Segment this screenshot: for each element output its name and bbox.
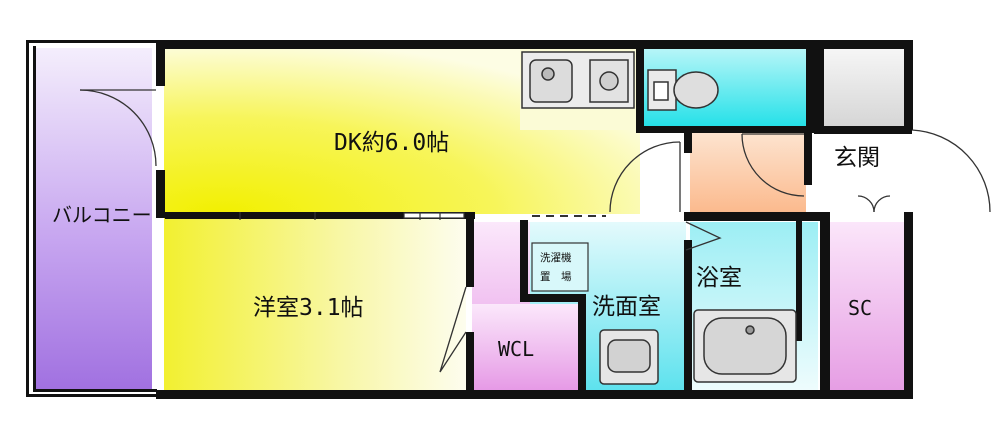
doors — [79, 89, 991, 373]
hall-area — [690, 132, 806, 214]
dk-label: DK約6.0帖 — [334, 130, 449, 156]
washer-place-box — [531, 242, 589, 292]
walls — [26, 40, 913, 399]
balcony-label: バルコニー — [52, 203, 152, 227]
entrance-label: 玄関 — [834, 145, 880, 171]
bathtub-fixture — [693, 309, 797, 383]
washroom-label: 洗面室 — [592, 294, 661, 320]
wcl-label: WCL — [498, 337, 534, 361]
washbasin-fixture — [599, 329, 659, 385]
bath-label: 浴室 — [696, 265, 742, 291]
sliding-door-track — [239, 212, 465, 220]
toilet-fixture — [647, 69, 719, 111]
washer-label-line1: 洗濯機 — [540, 251, 572, 264]
wcl-bottom-fill — [472, 304, 582, 390]
sc-area — [824, 222, 904, 390]
washer-label-line2: 置 場 — [540, 270, 572, 283]
balcony-area — [34, 48, 152, 392]
western-room-area — [164, 218, 466, 390]
closet-area — [824, 48, 904, 126]
kitchen-counter — [521, 51, 635, 109]
western-room-label: 洋室3.1帖 — [253, 295, 364, 321]
sc-label: SC — [848, 296, 872, 320]
